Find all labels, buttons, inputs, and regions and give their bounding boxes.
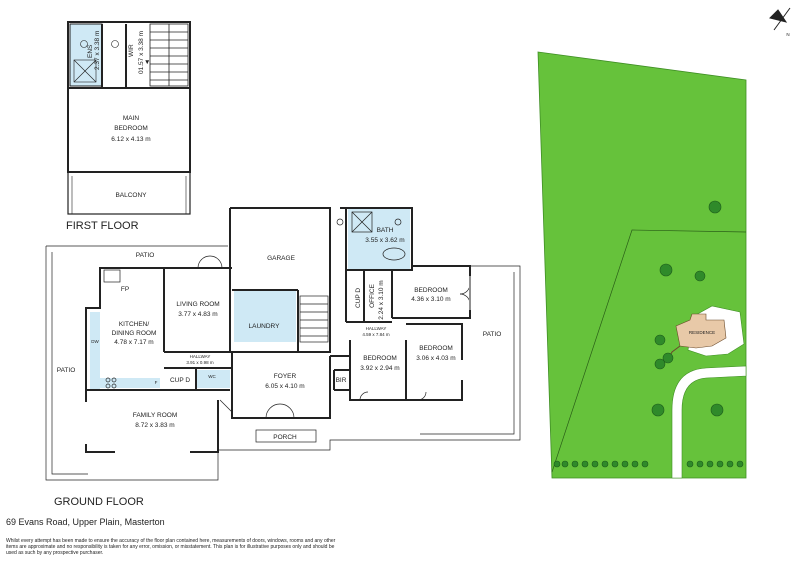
windows	[85, 276, 471, 453]
residence-footprint	[675, 313, 727, 349]
hallway-left-label: HALLWAY	[190, 354, 211, 359]
family-room-label: FAMILY ROOM	[133, 412, 178, 419]
bath-label: BATH	[377, 227, 394, 234]
laundry-label: LAUNDRY	[249, 323, 281, 330]
main-bedroom-label-2: BEDROOM	[114, 125, 148, 132]
bedroom-3-dim: 3.06 x 4.03 m	[416, 355, 455, 362]
kitchen-label-1: KITCHEN/	[119, 321, 150, 328]
bedroom-1-dim: 4.36 x 3.10 m	[411, 296, 450, 303]
hallway-right-label: HALLWAY	[366, 326, 387, 331]
boundary-line	[551, 229, 747, 473]
ens-label: ENS	[87, 44, 94, 58]
property-address: 69 Evans Road, Upper Plain, Masterton	[6, 517, 165, 527]
wc-label: WC	[208, 374, 216, 379]
hallway-right-dim: 4.59 x 7.84 m	[362, 332, 390, 337]
wir-dim: 01.57 x 3.38 m	[138, 31, 145, 74]
ensuite-fixtures	[73, 40, 119, 83]
patio-top-label: PATIO	[136, 252, 155, 259]
deck-outline	[45, 245, 521, 481]
office-label: OFFICE	[369, 283, 376, 307]
kitchen-dim: 4.78 x 7.17 m	[114, 339, 153, 346]
laundry-area	[234, 290, 296, 342]
first-floor-plan	[67, 21, 191, 215]
hallway-left-dim: 3.91 x 0.98 m	[186, 360, 214, 365]
north-label: N	[786, 32, 789, 37]
kitchen-bench	[90, 312, 100, 390]
living-dim: 3.77 x 4.83 m	[178, 311, 217, 318]
dw-label: DW	[91, 339, 99, 344]
wc-area	[196, 370, 230, 388]
wir-arrow-icon: ▼	[144, 59, 150, 66]
driveway	[671, 365, 747, 479]
kitchen-label-2: DINING ROOM	[112, 330, 157, 337]
ens-dim: 2.37 x 3.38 m	[94, 31, 101, 70]
bir-label: BIR	[336, 377, 347, 384]
foyer-dim: 6.05 x 4.10 m	[265, 383, 304, 390]
fp-label: FP	[121, 286, 129, 293]
garage-label: GARAGE	[267, 255, 295, 262]
balcony-label: BALCONY	[115, 192, 147, 199]
cupd-upper-label: CUP D	[355, 288, 362, 308]
foyer-label: FOYER	[274, 373, 297, 380]
site-plan	[537, 51, 747, 479]
porch-label: PORCH	[273, 434, 297, 441]
patio-left-label: PATIO	[57, 367, 76, 374]
wir-label: WIR	[128, 44, 135, 57]
kitchen-bench-bottom	[90, 378, 160, 388]
bath-dim: 3.55 x 3.62 m	[365, 237, 404, 244]
family-room-dim: 8.72 x 3.83 m	[135, 422, 174, 429]
main-bedroom-label-1: MAIN	[123, 115, 140, 122]
bedroom-3-label: BEDROOM	[419, 345, 453, 352]
disclaimer-text: Whilst every attempt has been made to en…	[6, 538, 336, 556]
trees	[553, 200, 744, 468]
bedroom-1-label: BEDROOM	[414, 287, 448, 294]
bedroom-2-dim: 3.92 x 2.94 m	[360, 365, 399, 372]
residence-label: RESIDENCE	[689, 330, 715, 335]
cupd-lower-label: CUP D	[170, 377, 190, 384]
main-bedroom-dim: 6.12 x 4.13 m	[111, 136, 150, 143]
ensuite-area	[69, 23, 103, 87]
office-dim: 2.24 x 3.10 m	[378, 280, 385, 319]
living-label: LIVING ROOM	[176, 301, 219, 308]
f-label: F	[155, 380, 158, 385]
north-arrow-icon	[769, 7, 791, 31]
bedroom-2-label: BEDROOM	[363, 355, 397, 362]
ground-floor-title: GROUND FLOOR	[54, 496, 144, 508]
patio-right-label: PATIO	[483, 331, 502, 338]
ground-floor-details	[103, 211, 471, 443]
first-floor-title: FIRST FLOOR	[66, 220, 139, 232]
